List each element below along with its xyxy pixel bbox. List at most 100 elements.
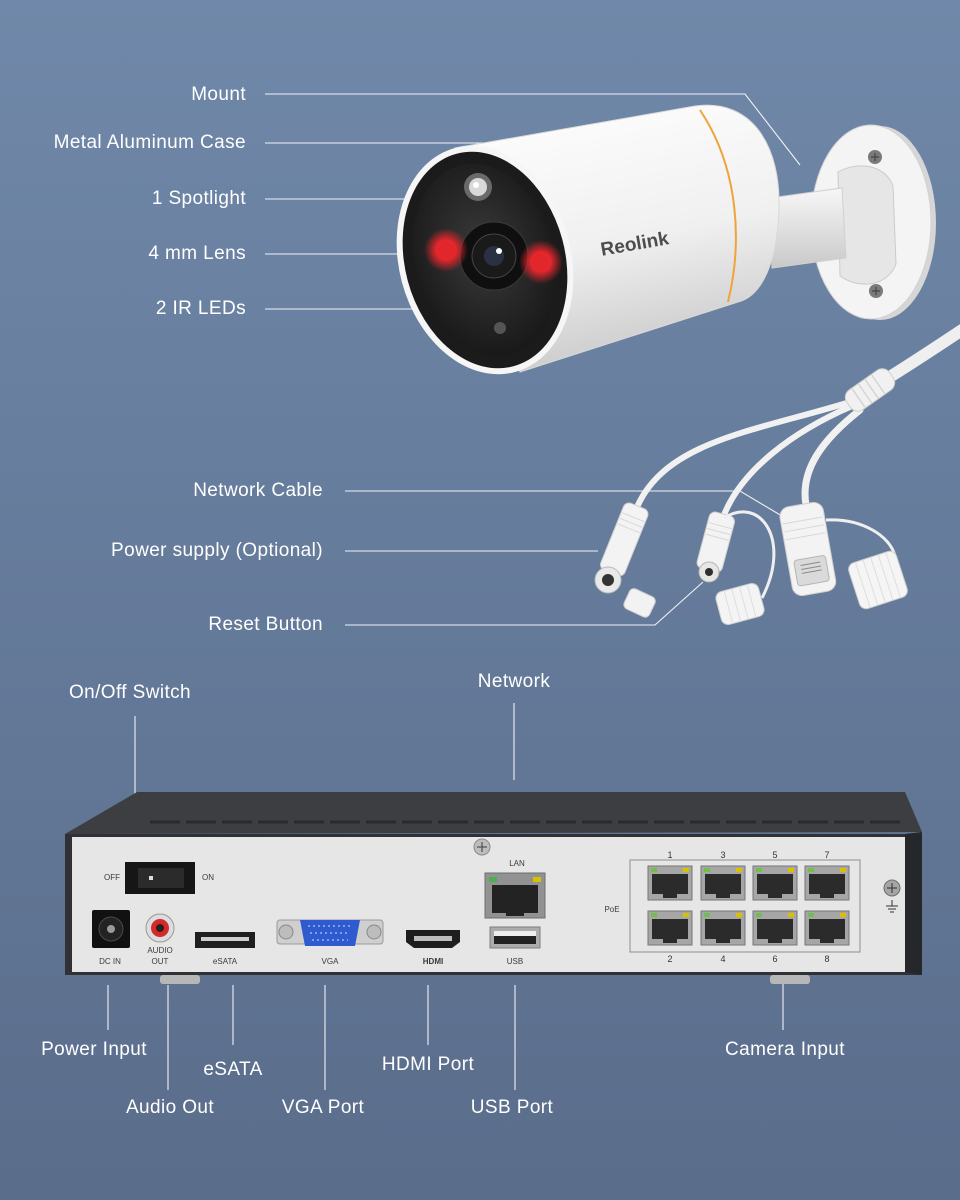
power-cap-body — [623, 588, 656, 618]
poe-port-led-yellow — [683, 868, 689, 872]
ground-screw-slot — [887, 883, 897, 893]
camera-cable — [594, 324, 960, 626]
ir-led-right — [519, 240, 563, 284]
poe-port-led-yellow — [788, 868, 794, 872]
poe-port-led-yellow — [736, 868, 742, 872]
poe-number-bottom: 4 — [720, 954, 725, 964]
callout-network-cable: Network Cable — [193, 480, 323, 501]
switch-rocker — [138, 868, 184, 888]
mount-bracket — [837, 165, 897, 285]
audio-out-port: AUDIO OUT — [145, 913, 175, 966]
hdmi-tongue — [414, 936, 452, 941]
poe-switch-block: PoE 1 3 5 7 2 4 6 8 — [604, 850, 861, 964]
lan-socket — [492, 885, 538, 913]
reset-button-core — [705, 568, 713, 576]
lens-highlight — [496, 248, 502, 254]
callout-lens: 4 mm Lens — [148, 243, 246, 264]
poe-port-led-green — [651, 868, 657, 872]
poe-port-socket — [705, 919, 741, 939]
camera-accent-ring — [699, 109, 737, 303]
poe-number-top: 1 — [667, 850, 672, 860]
callout-reset-button: Reset Button — [208, 614, 323, 635]
poe-port-tab — [663, 893, 677, 898]
esata-port: eSATA — [195, 932, 255, 966]
poe-port-grid — [647, 865, 850, 946]
poe-port-8 — [804, 910, 850, 946]
vga-pins — [308, 925, 352, 941]
audio-hole — [156, 924, 164, 932]
reset-cap-body — [715, 582, 765, 626]
lan-cap-tether — [825, 518, 897, 557]
poe-port-led-green — [756, 913, 762, 917]
switch-on-label: ON — [202, 873, 214, 882]
dc-in-label: DC IN — [99, 957, 121, 966]
callout-metal-case: Metal Aluminum Case — [53, 132, 246, 153]
camera: Reolink — [396, 104, 780, 375]
poe-port-5 — [752, 865, 798, 901]
vga-label: VGA — [322, 957, 340, 966]
lan-port: LAN — [473, 838, 546, 919]
ground-terminal — [883, 879, 901, 913]
callout-network: Network — [477, 671, 551, 692]
reset-dust-cap — [715, 582, 765, 626]
poe-port-socket — [705, 874, 741, 894]
poe-port-led-green — [808, 868, 814, 872]
lan-cap-ridges — [855, 553, 901, 607]
esata-slot — [201, 937, 249, 941]
usb-tongue — [494, 931, 536, 936]
poe-port-led-yellow — [840, 913, 846, 917]
poe-port-socket — [757, 919, 793, 939]
ir-led-core — [532, 253, 550, 271]
vga-screw-right — [366, 924, 382, 940]
nvr-top — [65, 792, 922, 834]
poe-outline — [629, 859, 861, 953]
poe-port-socket — [652, 919, 688, 939]
gland-body — [844, 368, 896, 412]
leader-mount — [265, 93, 801, 166]
vga-screw-left — [278, 924, 294, 940]
screw-slot — [872, 287, 880, 295]
poe-port-socket — [757, 874, 793, 894]
poe-port-tab — [663, 938, 677, 943]
poe-number-top: 7 — [824, 850, 829, 860]
power-connector — [600, 502, 649, 577]
lan-led-yellow — [533, 877, 541, 882]
leader-reset-button — [345, 581, 704, 626]
poe-number-bottom: 8 — [824, 954, 829, 964]
dc-plug-hole — [602, 574, 614, 586]
ir-led-left — [424, 228, 468, 272]
ground-symbol-icon — [886, 900, 898, 913]
poe-port-led-green — [756, 868, 762, 872]
poe-port-led-green — [808, 913, 814, 917]
power-branch-cable — [635, 399, 853, 508]
poe-port-led-green — [651, 913, 657, 917]
poe-port-socket — [652, 874, 688, 894]
poe-port-tab — [768, 893, 782, 898]
screw-slot — [871, 153, 879, 161]
mount-screw-top — [868, 150, 882, 164]
spotlight-highlight — [473, 182, 479, 188]
poe-port-led-yellow — [736, 913, 742, 917]
panel-screw-slot — [477, 842, 487, 852]
callout-hdmi-port: HDMI Port — [381, 1054, 475, 1075]
gland-ridges — [851, 374, 886, 408]
poe-port-tab — [820, 893, 834, 898]
hdmi-logo-label: HDMI — [423, 957, 443, 966]
switch-mark — [149, 876, 153, 880]
power-switch: OFF ON — [104, 862, 214, 894]
lan-dust-cap — [848, 550, 908, 610]
camera-mount — [769, 124, 936, 320]
hdmi-port: HDMI — [406, 930, 460, 966]
lan-connector-ridges — [783, 516, 826, 541]
spotlight — [464, 173, 492, 201]
poe-port-led-yellow — [840, 868, 846, 872]
lan-label: LAN — [509, 859, 525, 868]
switch-off-label: OFF — [104, 873, 120, 882]
esata-label: eSATA — [213, 957, 238, 966]
poe-port-led-yellow — [683, 913, 689, 917]
callout-vga-port: VGA Port — [281, 1097, 365, 1118]
vga-port: VGA — [276, 919, 384, 966]
power-connector-body — [600, 502, 649, 577]
callout-spotlight: 1 Spotlight — [151, 188, 246, 209]
